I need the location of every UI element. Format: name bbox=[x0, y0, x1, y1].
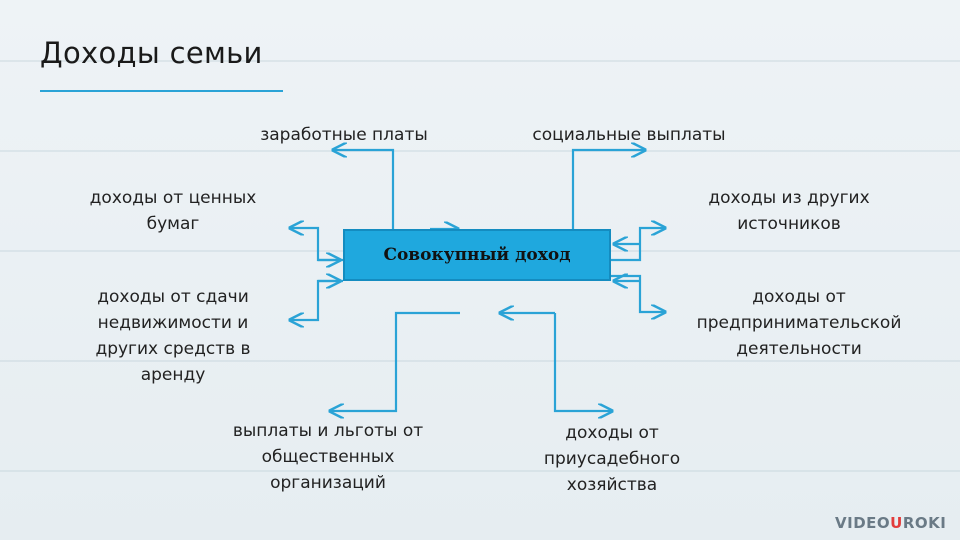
label-public: выплаты и льготы от общественных организ… bbox=[200, 418, 456, 496]
label-household-line-3: хозяйства bbox=[566, 475, 658, 495]
total-income-box: Совокупный доход bbox=[343, 229, 611, 281]
arrow-public bbox=[330, 311, 460, 411]
arrow-wages bbox=[333, 150, 395, 229]
label-public-line-3: организаций bbox=[270, 473, 386, 493]
label-wages: заработные платы bbox=[238, 122, 450, 148]
arrow-securities bbox=[290, 228, 343, 262]
label-household-line-2: приусадебного bbox=[543, 449, 681, 469]
videouroki-logo: VIDEOUROKI bbox=[835, 514, 946, 532]
label-household-line-1: доходы от bbox=[565, 423, 659, 443]
label-business-line-3: деятельности bbox=[736, 339, 862, 359]
logo-suffix: ROKI bbox=[902, 514, 947, 532]
label-business-line-2: предпринимательской bbox=[696, 313, 902, 333]
label-business-line-1: доходы от bbox=[752, 287, 846, 307]
arrow-household bbox=[553, 313, 612, 411]
arrow-rent bbox=[290, 279, 343, 320]
title-underline bbox=[40, 90, 283, 92]
label-wages-text: заработные платы bbox=[260, 125, 428, 145]
label-social-text: социальные выплаты bbox=[532, 125, 726, 145]
background-plank bbox=[0, 150, 960, 152]
total-income-label: Совокупный доход bbox=[383, 245, 571, 265]
logo-prefix: VIDEO bbox=[835, 514, 891, 532]
label-rent-line-3: других средств в bbox=[95, 339, 251, 359]
label-securities: доходы от ценных бумаг bbox=[62, 185, 284, 237]
label-public-line-1: выплаты и льготы от bbox=[232, 421, 424, 441]
background-plank bbox=[0, 360, 960, 362]
arrow-social bbox=[571, 150, 645, 229]
background-plank bbox=[0, 60, 960, 62]
label-other-line-1: доходы из других bbox=[708, 188, 870, 208]
label-other: доходы из других источников bbox=[678, 185, 900, 237]
label-rent-line-1: доходы от сдачи bbox=[97, 287, 249, 307]
background-plank bbox=[0, 470, 960, 472]
label-rent-line-2: недвижимости и bbox=[97, 313, 249, 333]
label-household: доходы от приусадебного хозяйства bbox=[512, 420, 712, 498]
label-business: доходы от предпринимательской деятельнос… bbox=[668, 284, 930, 362]
label-rent-line-4: аренду bbox=[140, 365, 206, 385]
label-other-line-2: источников bbox=[737, 214, 841, 234]
logo-accent: U bbox=[890, 514, 903, 532]
label-public-line-2: общественных bbox=[261, 447, 395, 467]
slide-title: Доходы семьи bbox=[40, 36, 263, 70]
label-securities-line-1: доходы от ценных bbox=[89, 188, 257, 208]
label-securities-line-2: бумаг bbox=[146, 214, 200, 234]
label-social: социальные выплаты bbox=[505, 122, 753, 148]
label-rent: доходы от сдачи недвижимости и других ср… bbox=[62, 284, 284, 388]
